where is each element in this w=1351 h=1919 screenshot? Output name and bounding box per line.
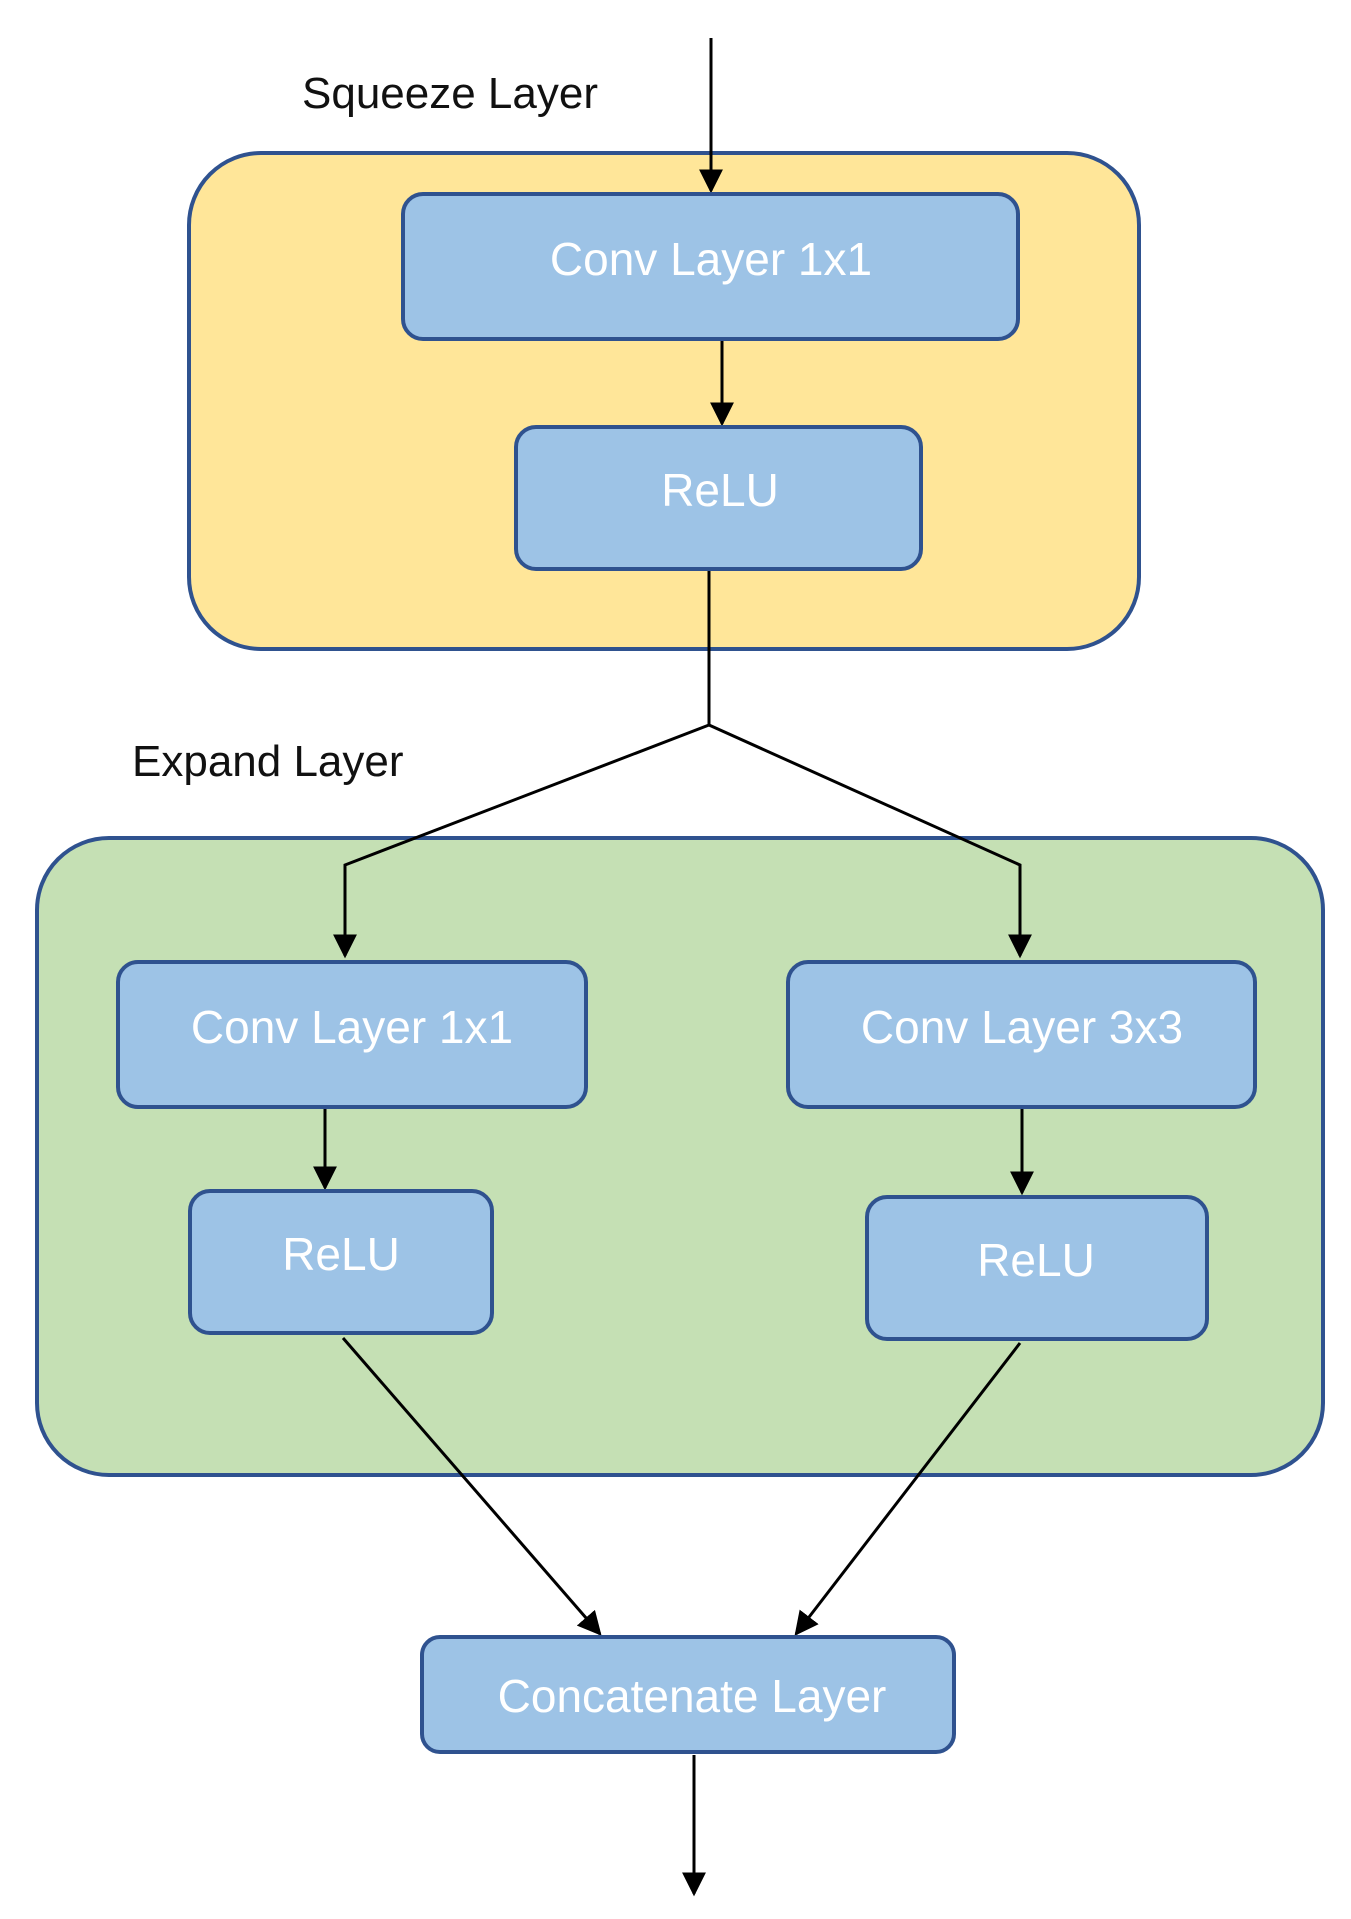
- expand-layer-group: [35, 836, 1325, 1477]
- node-expand-conv-3x3-label: Conv Layer 3x3: [861, 1001, 1183, 1053]
- node-squeeze-relu-label: ReLU: [661, 464, 779, 516]
- edge-left-relu-to-concat: [341, 1337, 602, 1636]
- edge-split-to-conv-1x1: [333, 723, 710, 959]
- expand-layer-label: Expand Layer: [132, 737, 404, 786]
- node-concatenate-layer: Concatenate Layer: [420, 1635, 956, 1754]
- node-concatenate-layer-label: Concatenate Layer: [498, 1670, 887, 1722]
- node-squeeze-conv-1x1: Conv Layer 1x1: [401, 192, 1020, 341]
- node-expand-relu-right-label: ReLU: [977, 1234, 1095, 1286]
- node-expand-conv-1x1-label: Conv Layer 1x1: [191, 1001, 513, 1053]
- node-expand-relu-left-label: ReLU: [282, 1228, 400, 1280]
- node-expand-relu-left: ReLU: [188, 1189, 494, 1335]
- node-expand-conv-1x1: Conv Layer 1x1: [116, 960, 588, 1109]
- node-expand-relu-right: ReLU: [865, 1195, 1209, 1341]
- squeeze-layer-label: Squeeze Layer: [302, 69, 598, 118]
- node-squeeze-relu: ReLU: [514, 425, 923, 571]
- node-squeeze-conv-1x1-label: Conv Layer 1x1: [550, 233, 872, 285]
- edge-right-relu-to-concat: [794, 1342, 1022, 1636]
- edge-split-to-conv-3x3: [708, 723, 1032, 959]
- node-expand-conv-3x3: Conv Layer 3x3: [786, 960, 1257, 1109]
